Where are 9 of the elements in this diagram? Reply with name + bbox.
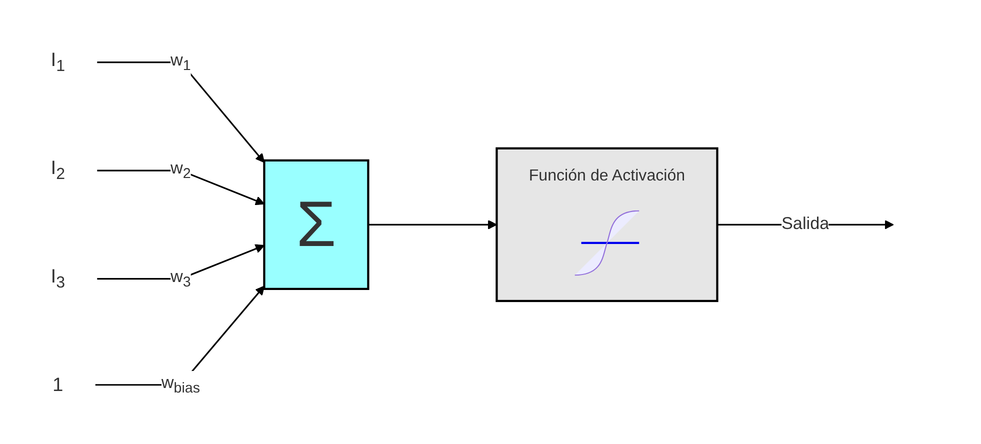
input-label: I$_{1}$: [50, 48, 66, 75]
arrow: [368, 219, 498, 229]
summation-box: Σ: [263, 158, 370, 290]
activation-function-box: Función de Activación: [496, 146, 718, 302]
input-label: I$_{3}$: [50, 264, 66, 292]
input-label: 1: [52, 373, 64, 395]
arrow: [97, 169, 265, 205]
input-label: I$_{2}$: [50, 156, 66, 183]
arrow: [97, 244, 265, 280]
